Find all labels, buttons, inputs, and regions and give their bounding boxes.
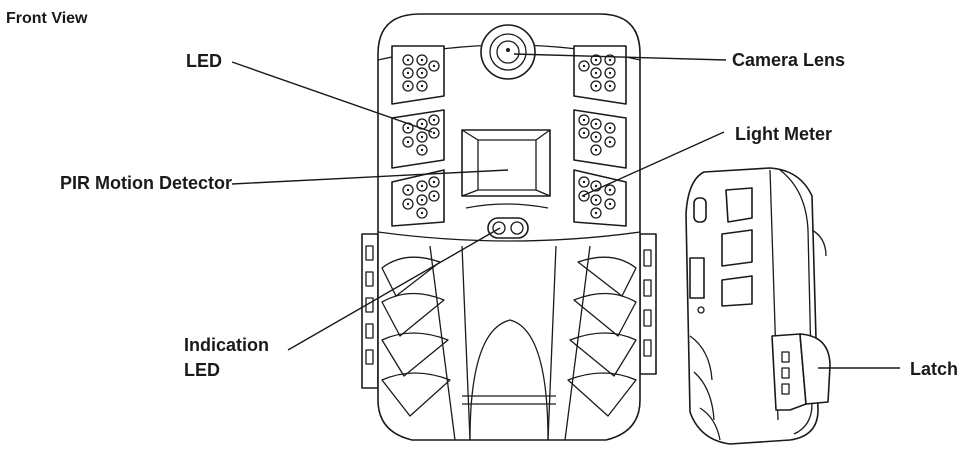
led-panel-left-top	[391, 45, 445, 105]
light-meter-leader-line	[581, 131, 725, 197]
led-label: LED	[186, 51, 222, 71]
camera-lens-label: Camera Lens	[732, 50, 845, 70]
led-panel-right-bottom	[573, 169, 627, 227]
camera-lens-leader-line	[513, 53, 727, 61]
led-panel-right-top	[573, 45, 627, 105]
pir-motion-detector	[461, 129, 551, 209]
indication-led-leader-line	[287, 227, 501, 351]
led-leader-line	[231, 61, 433, 133]
pir-leader-line	[231, 169, 509, 185]
camera-lens	[480, 24, 536, 80]
latch-label: Latch	[910, 359, 958, 379]
indication-label-line1: Indication	[184, 335, 269, 355]
light-meter-sensor	[487, 217, 529, 239]
pir-label: PIR Motion Detector	[60, 173, 232, 193]
right-strap	[639, 233, 657, 375]
led-panel-left-middle	[391, 109, 445, 169]
light-meter-label: Light Meter	[735, 124, 832, 144]
left-strap	[361, 233, 379, 389]
camera-side-view	[685, 167, 831, 445]
front-view-title: Front View	[6, 10, 88, 27]
led-panel-right-middle	[573, 109, 627, 169]
indication-label-line2: LED	[184, 360, 220, 380]
